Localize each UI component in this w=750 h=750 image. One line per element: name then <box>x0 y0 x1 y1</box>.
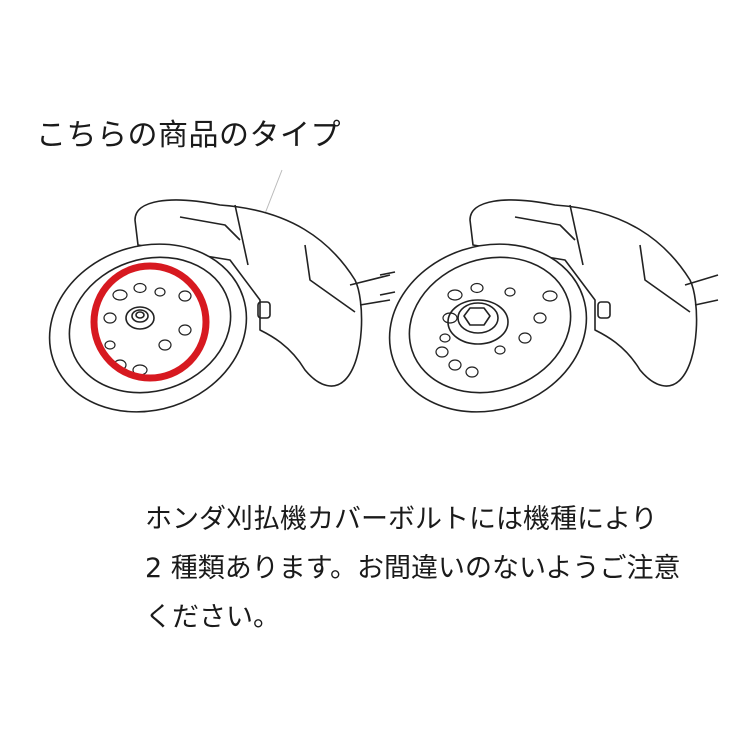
right-trimmer-guard-figure <box>379 199 719 413</box>
notice-text: ホンダ刈払機カバーボルトには機種により 2 種類あります。お間違いのないようご注… <box>145 495 725 642</box>
product-illustration <box>48 169 719 413</box>
product-type-label: こちらの商品のタイプ <box>36 118 341 153</box>
left-trimmer-guard-figure <box>48 169 391 413</box>
notice-line-3: ください。 <box>145 602 280 633</box>
notice-line-1: ホンダ刈払機カバーボルトには機種により <box>145 504 658 535</box>
notice-line-2: 2 種類あります。お間違いのないようご注意 <box>145 553 681 584</box>
highlight-circle <box>90 262 210 382</box>
